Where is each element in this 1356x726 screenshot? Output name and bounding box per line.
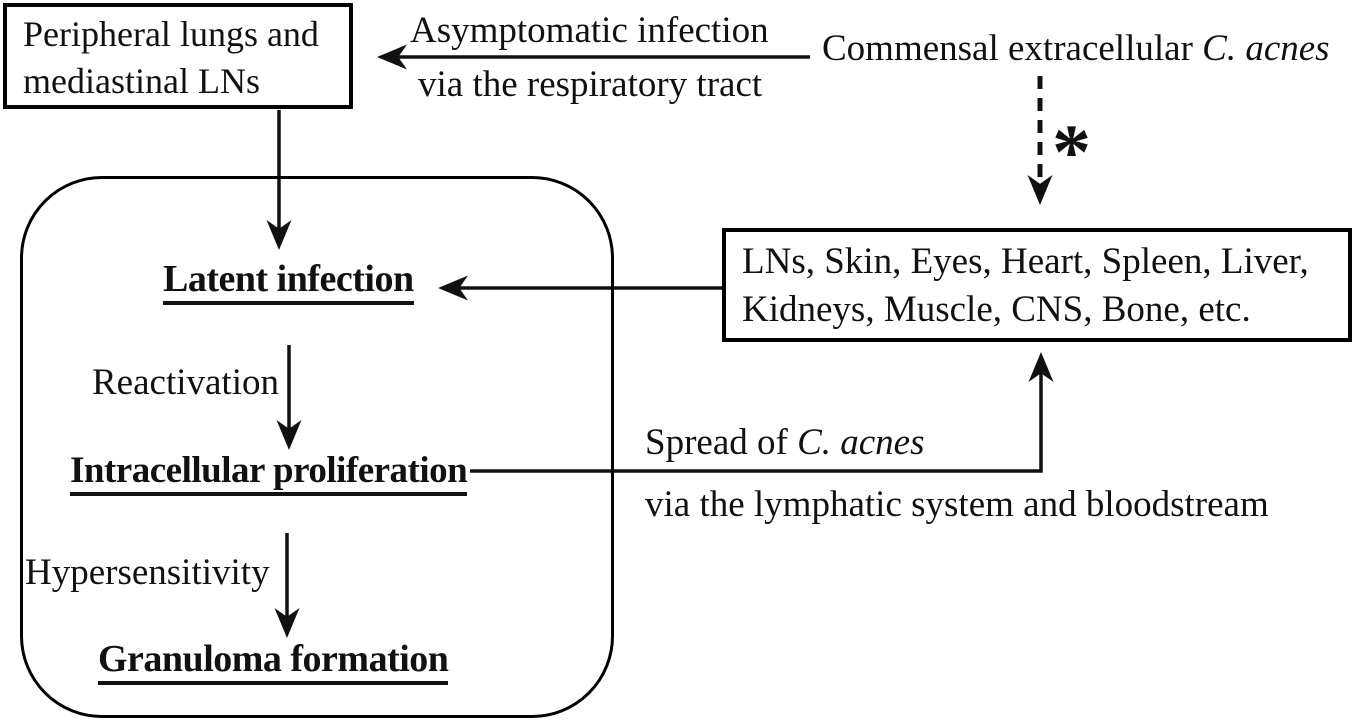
stage-granuloma-formation: Granuloma formation <box>98 639 449 685</box>
granuloma-pathway-container <box>20 176 614 718</box>
organs-box-line1: LNs, Skin, Eyes, Heart, Spleen, Liver, <box>742 241 1309 282</box>
lungs-box-line2: mediastinal LNs <box>23 61 260 101</box>
reactivation-label: Reactivation <box>92 362 279 403</box>
commensal-label-prefix: Commensal extracellular <box>822 28 1203 69</box>
asymptomatic-infection-label: Asymptomatic infection <box>410 10 769 51</box>
respiratory-tract-label: via the respiratory tract <box>418 64 763 105</box>
lungs-box: Peripheral lungs and mediastinal LNs <box>3 3 353 109</box>
commensal-species-italic: C. acnes <box>1202 28 1330 69</box>
spread-label: Spread of C. acnes <box>645 420 925 466</box>
organs-box: LNs, Skin, Eyes, Heart, Spleen, Liver, K… <box>722 228 1352 342</box>
lungs-box-line1: Peripheral lungs and <box>23 14 319 54</box>
spread-species-italic: C. acnes <box>797 422 925 463</box>
spread-label-prefix: Spread of <box>645 422 798 463</box>
lymphatic-bloodstream-label: via the lymphatic system and bloodstream <box>645 484 1269 525</box>
hypersensitivity-label: Hypersensitivity <box>25 552 270 593</box>
arrow-intracellular-to-organs <box>470 352 1054 473</box>
asterisk-marker: * <box>1052 108 1091 195</box>
stage-latent-infection: Latent infection <box>163 259 414 305</box>
commensal-label: Commensal extracellular C. acnes <box>822 26 1330 72</box>
organs-box-line2: Kidneys, Muscle, CNS, Bone, etc. <box>742 289 1251 330</box>
stage-intracellular-proliferation: Intracellular proliferation <box>70 451 468 496</box>
